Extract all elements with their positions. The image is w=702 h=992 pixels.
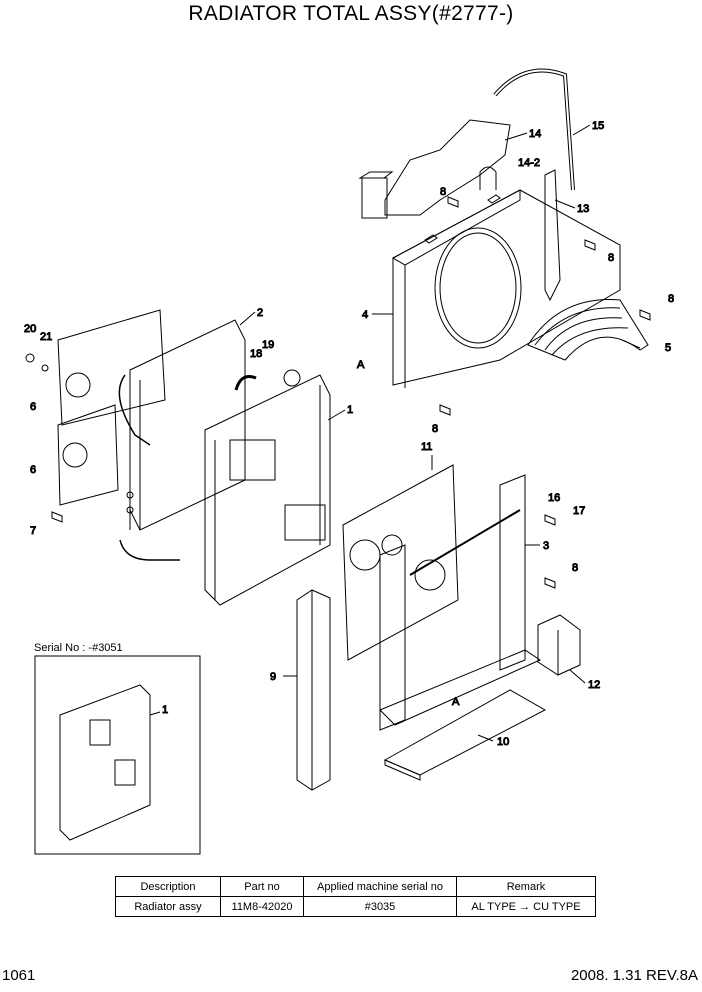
callout-1: 1 [347,404,353,416]
callout-15: 15 [592,120,604,132]
radiator-core [204,369,331,606]
page-title: RADIATOR TOTAL ASSY(#2777-) [188,2,514,25]
table-header-row: Description Part no Applied machine seri… [115,876,596,897]
callout-8b: 8 [440,186,446,198]
table-cell: #3035 [303,896,457,917]
callout-A-top: A [357,359,365,371]
callout-4: 4 [362,309,368,321]
plate-10 [383,689,547,781]
seal-strip [527,299,649,361]
table-header: Applied machine serial no [303,876,457,897]
callout-21: 21 [40,331,52,343]
duct [296,589,331,791]
callout-8c: 8 [608,252,614,264]
callout-8e: 8 [572,562,578,574]
callout-16: 16 [548,492,560,504]
table-header: Description [115,876,221,897]
callout-7: 7 [30,525,36,537]
callout-17: 17 [573,505,585,517]
callout-19: 19 [262,339,274,351]
serial-inset [34,655,201,855]
serial-note: Serial No : -#3051 [34,642,123,654]
date-revision: 2008. 1.31 REV.8A [570,967,698,984]
table-cell: 11M8-42020 [220,896,304,917]
bolts [25,196,651,589]
block-12 [537,614,581,676]
callout-6b: 6 [30,464,36,476]
leader-lines [149,124,641,742]
callout-14-2: 14-2 [518,157,540,169]
callout-A-bottom: A [452,696,460,708]
bracket-13 [544,169,561,302]
callout-2: 2 [257,307,263,319]
callout-8d: 8 [668,293,674,305]
fan-shroud [391,189,621,388]
table-cell: Radiator assy [115,896,221,917]
screen-11 [342,464,459,661]
support-frame [379,474,542,731]
screens [57,309,166,506]
callout-11: 11 [421,441,432,453]
callout-12: 12 [588,679,600,691]
table-header: Part no [220,876,304,897]
callout-1-inset: 1 [162,704,168,716]
page-number: 1061 [2,967,36,984]
top-cover [358,119,511,219]
hose [493,68,575,191]
callout-9: 9 [270,671,276,683]
callout-13: 13 [577,203,589,215]
parts-table: Description Part no Applied machine seri… [115,876,596,917]
radiator-frame [118,319,246,561]
callout-8a: 8 [432,423,438,435]
callout-10: 10 [497,736,509,748]
callout-3: 3 [543,540,549,552]
callout-6a: 6 [30,401,36,413]
callout-14: 14 [529,128,541,140]
callout-5: 5 [665,342,671,354]
bracket-14-2 [479,166,497,190]
table-header: Remark [456,876,596,897]
callout-18: 18 [250,348,262,360]
table-cell: AL TYPE → CU TYPE [456,896,596,917]
callout-20: 20 [24,323,36,335]
table-row: Radiator assy 11M8-42020 #3035 AL TYPE →… [115,896,596,917]
